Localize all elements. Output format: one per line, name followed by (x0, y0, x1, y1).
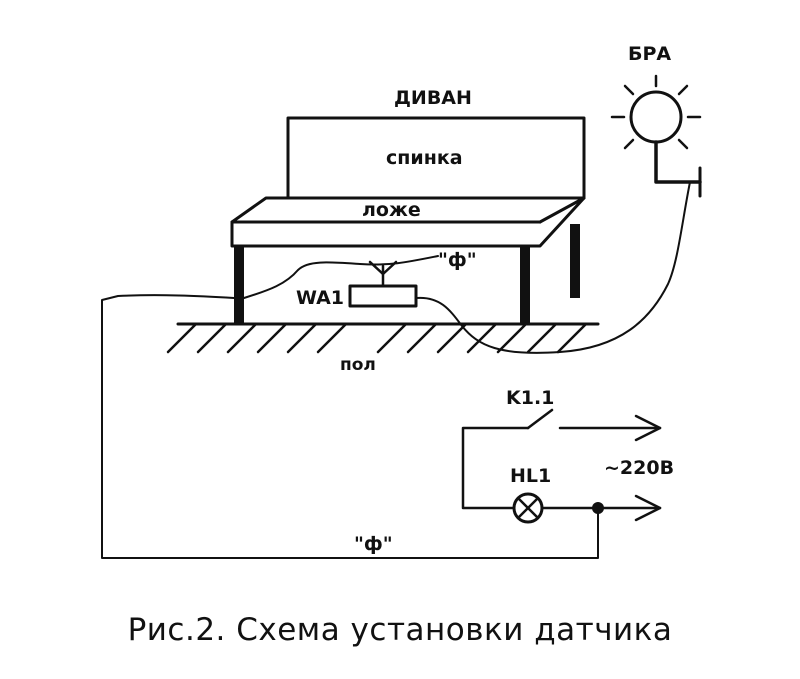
sofa-leg-front-right (520, 246, 530, 324)
label-floor: пол (340, 355, 376, 375)
label-lamp: HL1 (510, 465, 551, 487)
sofa (230, 116, 586, 324)
label-switch: K1.1 (506, 387, 554, 409)
wires (101, 181, 691, 559)
label-sofa: ДИВАН (394, 87, 472, 109)
junction-dot (592, 502, 604, 514)
antenna-body (348, 284, 418, 308)
label-antenna: WA1 (296, 287, 344, 309)
sofa-seat (230, 196, 586, 248)
indicator-circuit (461, 408, 662, 524)
sofa-leg-front-left (234, 246, 244, 324)
floor (166, 322, 600, 354)
label-phase-bottom: "ф" (354, 533, 393, 555)
label-voltage: ~220В (604, 457, 674, 479)
sofa-leg-back-right (570, 224, 580, 298)
label-sconce: БРА (628, 43, 671, 65)
sconce-lamp-icon (610, 74, 702, 198)
label-phase-top: "ф" (438, 249, 477, 271)
antenna-wa1 (348, 260, 418, 308)
indicator-lamp-icon (512, 492, 544, 524)
figure-caption: Рис.2. Схема установки датчика (127, 612, 673, 648)
switch-k1-1-blade (526, 408, 554, 430)
label-seat: ложе (362, 199, 421, 221)
label-backrest: спинка (386, 147, 463, 169)
